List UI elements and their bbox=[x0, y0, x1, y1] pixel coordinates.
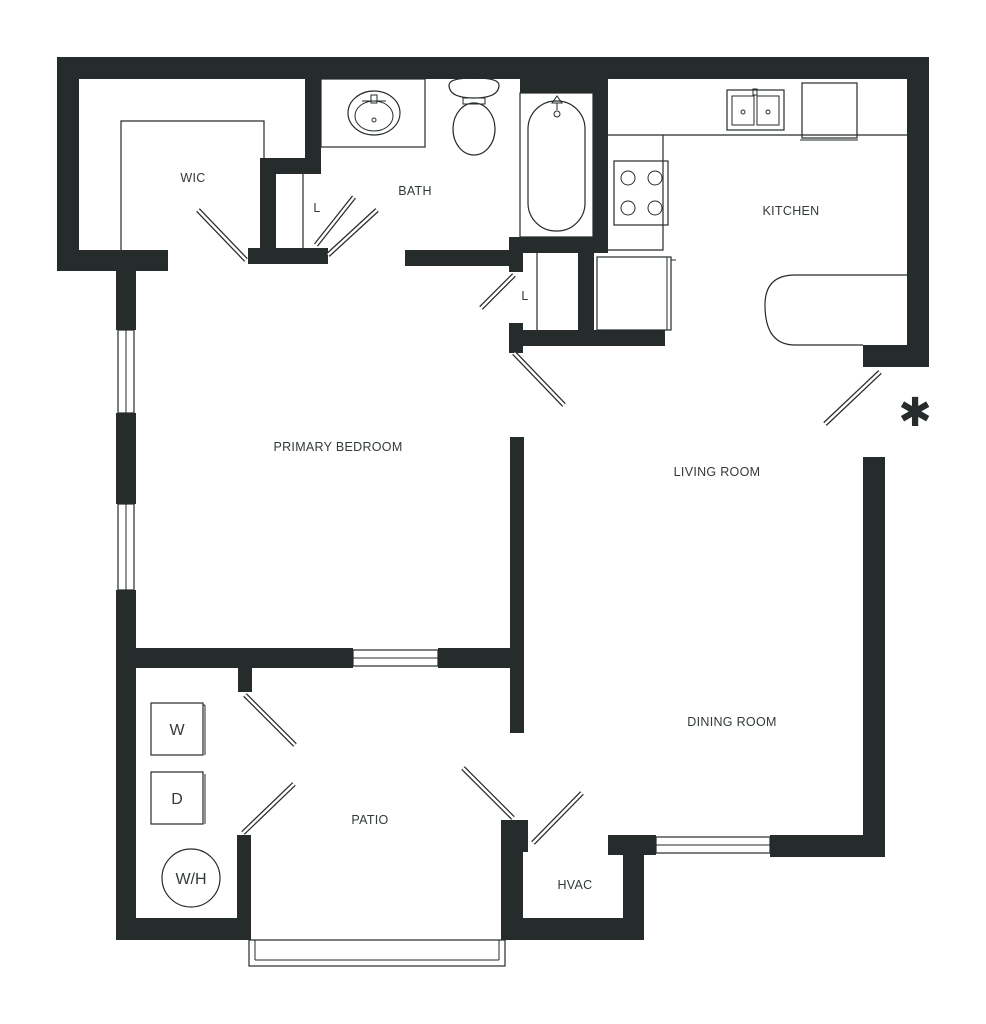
room-label-wic: WIC bbox=[180, 171, 205, 185]
room-label-patio: PATIO bbox=[351, 813, 388, 827]
kitchen-fixtures bbox=[596, 82, 907, 346]
dryer-label: D bbox=[171, 791, 183, 808]
range-icon bbox=[613, 160, 669, 226]
linen-label-bath: L bbox=[313, 201, 320, 215]
water-heater-label: W/H bbox=[175, 871, 206, 888]
room-label-kitchen: KITCHEN bbox=[763, 204, 820, 218]
bar-counter bbox=[764, 274, 907, 346]
entry-marker-icon: ✱ bbox=[898, 390, 932, 436]
room-label-dining-room: DINING ROOM bbox=[687, 715, 776, 729]
kitchen-sink-icon bbox=[726, 89, 785, 131]
refrigerator-icon bbox=[801, 82, 858, 139]
water-heater-icon bbox=[161, 848, 221, 908]
dryer-icon bbox=[150, 771, 204, 825]
bath-fixtures bbox=[320, 77, 594, 238]
room-label-primary-bedroom: PRIMARY BEDROOM bbox=[273, 440, 402, 454]
walls bbox=[57, 57, 929, 940]
room-label-hvac: HVAC bbox=[557, 878, 592, 892]
toilet-icon bbox=[448, 77, 500, 99]
laundry-fixtures bbox=[150, 702, 221, 908]
doors bbox=[196, 195, 882, 845]
room-label-living-room: LIVING ROOM bbox=[674, 465, 761, 479]
linen-label-hall: L bbox=[521, 289, 528, 303]
closet-lines bbox=[120, 120, 538, 330]
washer-icon bbox=[150, 702, 204, 756]
windows bbox=[117, 329, 771, 967]
room-labels: WIC BATH KITCHEN PRIMARY BEDROOM LIVING … bbox=[169, 171, 931, 892]
washer-label: W bbox=[169, 722, 185, 739]
bathtub-icon bbox=[519, 92, 594, 238]
sink-icon bbox=[347, 90, 401, 136]
room-label-bath: BATH bbox=[398, 184, 432, 198]
